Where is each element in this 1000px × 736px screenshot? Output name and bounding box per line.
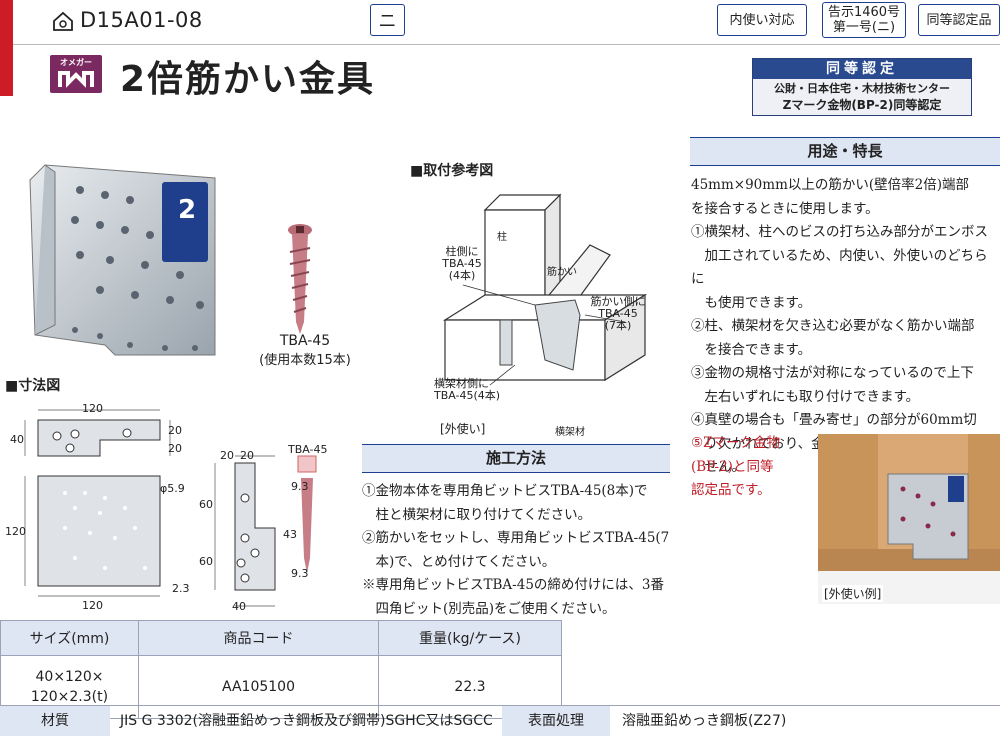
- bracket-photo: 2: [29, 164, 216, 356]
- feature-4-line-1: ④真壁の場合も「畳み寄せ」の部分が60mm切: [691, 412, 977, 428]
- method-line-4: 本)で、とめ付けてください。: [362, 553, 556, 570]
- svg-text:2: 2: [178, 195, 196, 225]
- label-outer-use: [外使い]: [440, 422, 486, 436]
- feature-5-line-2: (BP-2)と同等: [691, 458, 774, 475]
- feature-4-line-3: せん。: [691, 459, 745, 475]
- features-intro-2: を接合するときに使用します。: [691, 200, 879, 217]
- features-intro-1: 45mm×90mm以上の筋かい(壁倍率2倍)端部: [691, 177, 969, 193]
- tag-inner-use: 内使い対応: [717, 4, 807, 36]
- dims-drawing: [24, 409, 317, 607]
- dims-heading: ■寸法図: [5, 378, 61, 394]
- dim-screw-label: TBA-45: [288, 443, 328, 456]
- material-value: JIS G 3302(溶融亜鉛めっき鋼板及び鋼帯)SGHC又はSGCC: [120, 713, 493, 729]
- cert-heading: 同等認定: [753, 59, 971, 79]
- home-icon: [53, 11, 73, 31]
- dim-top-height: 40: [10, 433, 24, 446]
- screw-name: TBA-45: [279, 333, 331, 349]
- dim-side-40: 40: [232, 600, 246, 613]
- header-divider: [13, 44, 1000, 45]
- method-line-5: ※専用角ビットビスTBA-45の締め付けには、3番: [362, 577, 665, 593]
- page-title: 2倍筋かい金具: [120, 59, 376, 100]
- dim-screw-head: 9.3: [291, 480, 309, 493]
- feature-1-line-3: も使用できます。: [691, 294, 812, 311]
- feature-3-line-2: 左右いずれにも取り付けできます。: [691, 388, 920, 405]
- install-ref-heading: ■取付参考図: [410, 163, 494, 179]
- spec-header-weight: 重量(kg/ケース): [378, 620, 562, 656]
- finish-value: 溶融亜鉛めっき鋼板(Z27): [622, 713, 787, 729]
- spec-header-code: 商品コード: [138, 620, 379, 656]
- cert-box: 同等認定 公財・日本住宅・木材技術センター Zマーク金物(BP-2)同等認定: [752, 58, 972, 116]
- label-beam-side: 横架材側に TBA-45(4本): [434, 377, 501, 402]
- dim-screw-tip: 9.3: [291, 567, 309, 580]
- label-brace-side: 筋かい側に TBA-45 (7本): [590, 295, 646, 332]
- label-brace: 筋かい: [547, 265, 577, 278]
- dim-side-60b: 60: [199, 555, 213, 568]
- label-beam: 横架材: [555, 425, 585, 438]
- brand-logo: オメガー: [50, 55, 102, 93]
- feature-1-line-1: ①横架材、柱へのビスの打ち込み部分がエンボス: [691, 224, 988, 240]
- method-line-2: 柱と横架材に取り付けてください。: [362, 506, 592, 523]
- feature-2-line-2: を接合できます。: [691, 341, 812, 358]
- screw-count: (使用本数15本): [259, 353, 351, 368]
- dim-top-d20b: 20: [168, 442, 182, 455]
- label-pillar: 柱: [497, 230, 507, 243]
- cert-org: 公財・日本住宅・木材技術センター: [774, 82, 950, 95]
- material-row: 材質 JIS G 3302(溶融亜鉛めっき鋼板及び鋼帯)SGHC又はSGCC 表…: [0, 705, 1000, 736]
- cert-mark: Zマーク金物(BP-2)同等認定: [782, 98, 942, 112]
- screw-image: [288, 224, 312, 334]
- spec-code: AA105100: [138, 655, 379, 719]
- dim-main-height: 120: [5, 525, 26, 538]
- feature-5-line-1: ⑤Zマーク金物: [691, 435, 780, 451]
- method-line-6: 四角ビット(別売品)をご使用ください。: [362, 600, 616, 617]
- feature-5-line-3: 認定品です。: [691, 482, 771, 498]
- category-badge: ニ: [370, 4, 405, 36]
- material-label: 材質: [0, 706, 110, 736]
- dim-side-60a: 60: [199, 498, 213, 511]
- dim-hole-dia: φ5.9: [160, 482, 185, 495]
- label-pillar-side: 柱側に TBA-45 (4本): [442, 245, 482, 282]
- header-red-bar: [0, 0, 13, 96]
- method-heading: 施工方法: [362, 444, 670, 473]
- method-line-3: ②筋かいをセットし、専用角ビットビスTBA-45(7: [362, 530, 670, 546]
- dim-screw-length: 43: [283, 528, 297, 541]
- finish-label: 表面処理: [502, 706, 610, 736]
- feature-1-line-2: 加工されているため、内使い、外使いのどちらに: [691, 247, 988, 288]
- features-heading: 用途・特長: [690, 137, 1000, 166]
- method-body: ①金物本体を専用角ビットビスTBA-45(8本)で 柱と横架材に取り付けてくださ…: [362, 480, 677, 621]
- photo-caption: [外使い例]: [822, 585, 884, 602]
- dim-bottom-width: 120: [82, 599, 103, 612]
- feature-3-line-1: ③金物の規格寸法が対称になっているので上下: [691, 365, 974, 381]
- spec-header-size: サイズ(mm): [0, 620, 139, 656]
- feature-2-line-1: ②柱、横架材を欠き込む必要がなく筋かい端部: [691, 318, 975, 334]
- dim-side-20a: 20: [220, 449, 234, 462]
- dim-side-20b: 20: [240, 449, 254, 462]
- feature-5: ⑤Zマーク金物 (BP-2)と同等 認定品です。: [691, 432, 811, 503]
- dim-top-width: 120: [82, 402, 103, 415]
- product-code: D15A01-08: [80, 8, 203, 32]
- install-diagram: 柱 筋かい 横架材: [442, 193, 648, 438]
- spec-table: サイズ(mm) 商品コード 重量(kg/ケース) 40×120×120×2.3(…: [0, 620, 562, 719]
- method-line-1: ①金物本体を専用角ビットビスTBA-45(8本)で: [362, 483, 648, 499]
- tag-notice: 告示1460号 第一号(ニ): [822, 2, 906, 38]
- outer-use-photo: [818, 434, 1000, 604]
- dim-top-d20a: 20: [168, 424, 182, 437]
- tag-certified: 同等認定品: [918, 4, 1000, 36]
- dim-thickness: 2.3: [172, 582, 190, 595]
